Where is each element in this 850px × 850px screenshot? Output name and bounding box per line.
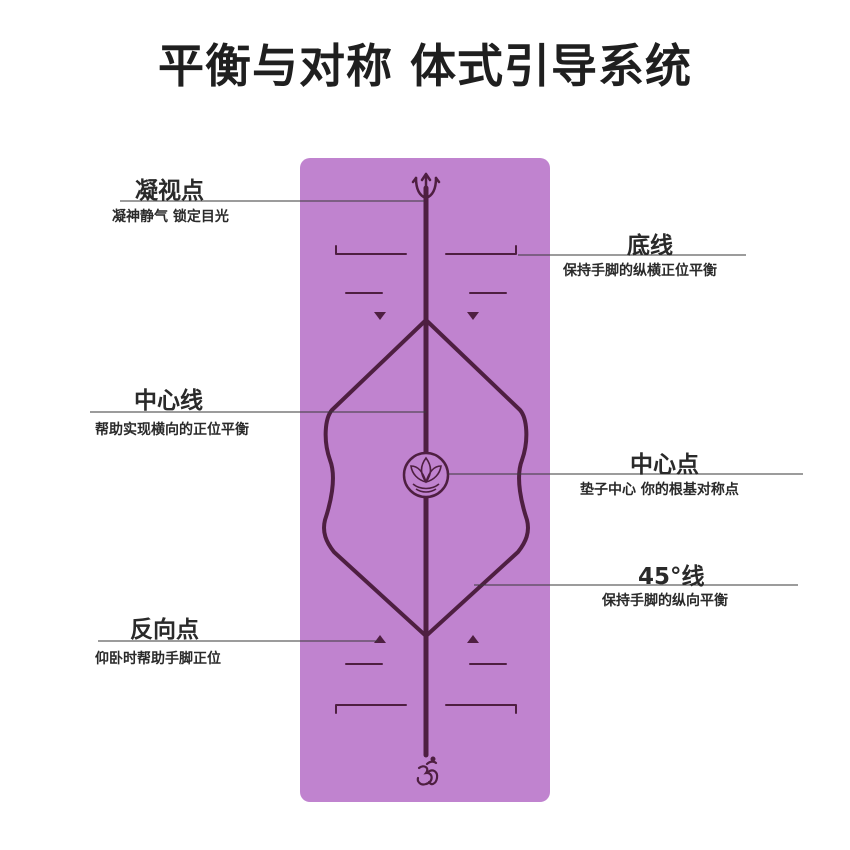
callout-desc: 帮助实现横向的正位平衡 xyxy=(95,422,249,438)
callout-desc: 保持手脚的纵向平衡 xyxy=(602,593,728,609)
top-base-line-right xyxy=(445,245,517,255)
line-45-hexagon xyxy=(322,318,530,638)
callout-title: 底线 xyxy=(627,233,673,259)
page-title: 平衡与对称 体式引导系统 xyxy=(157,39,692,93)
callout-desc: 垫子中心 你的根基对称点 xyxy=(580,482,739,498)
reverse-point-right xyxy=(467,635,479,643)
top-point-left xyxy=(374,312,386,320)
callout-title: 45°线 xyxy=(638,564,705,590)
callout-desc: 仰卧时帮助手脚正位 xyxy=(95,651,221,667)
callout-desc: 凝神静气 锁定目光 xyxy=(112,209,229,225)
callout-title: 中心线 xyxy=(134,388,203,414)
om-icon xyxy=(416,756,439,786)
top-base-line-left xyxy=(335,245,407,255)
lotus-icon xyxy=(402,451,450,499)
trident-icon xyxy=(411,172,441,202)
callout-title: 反向点 xyxy=(130,617,199,643)
callout-desc: 保持手脚的纵横正位平衡 xyxy=(563,263,717,279)
callout-title: 凝视点 xyxy=(135,178,204,204)
top-point-right xyxy=(467,312,479,320)
bottom-base-line-left xyxy=(335,704,407,714)
callout-title: 中心点 xyxy=(630,452,699,478)
bottom-base-line-right xyxy=(445,704,517,714)
